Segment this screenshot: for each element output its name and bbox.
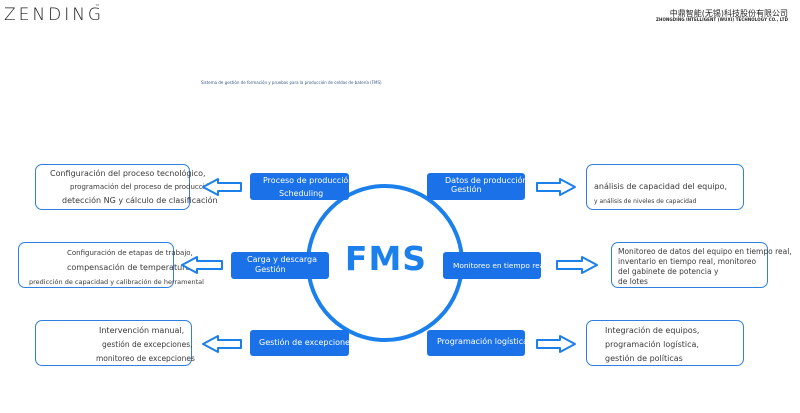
detail-text: Integración de equipos, (605, 326, 700, 335)
module-exception-management-line1: Gestión de excepciones (259, 338, 349, 347)
module-loading-unloading-line2: Gestión (255, 265, 286, 274)
detail-text: gestión de excepciones, (102, 340, 193, 349)
module-production-process-line2: Scheduling (279, 189, 324, 198)
module-production-data-line1: Datos de producción (445, 176, 525, 185)
detail-text: Configuración de etapas de trabajo, (67, 249, 193, 257)
module-exception-management: Gestión de excepciones (250, 330, 349, 356)
arrow-right-icon (556, 256, 598, 274)
detail-box-logistics-scheduling: Integración de equipos, programación log… (586, 320, 744, 366)
detail-text: inventario en tiempo real, monitoreo (618, 257, 757, 266)
detail-text: Monitoreo de datos del equipo en tiempo … (618, 247, 792, 256)
detail-text: gestión de políticas (605, 354, 683, 363)
detail-box-realtime-monitoring: Monitoreo de datos del equipo en tiempo … (611, 242, 792, 288)
module-production-process: Proceso de producción Scheduling (250, 173, 349, 200)
module-loading-unloading-line1: Carga y descarga (247, 255, 318, 264)
arrow-right-icon (536, 178, 576, 196)
company-logo: ZENDING (4, 5, 105, 25)
detail-box-exception-management: Intervención manual, gestión de excepcio… (35, 320, 195, 366)
detail-text: monitoreo de excepciones (96, 354, 195, 363)
module-realtime-monitoring-line1: Monitoreo en tiempo real (453, 261, 541, 270)
arrow-right-icon (536, 335, 576, 353)
detail-box-loading-unloading: Configuración de etapas de trabajo, comp… (18, 242, 204, 288)
detail-text: detección NG y cálculo de clasificación (62, 196, 218, 205)
module-production-data: Datos de producción Gestión (427, 173, 525, 200)
detail-text: del gabinete de potencia y (618, 267, 719, 276)
detail-text: Configuración del proceso tecnológico, (50, 169, 206, 178)
module-logistics-scheduling-line1: Programación logística (437, 337, 525, 346)
module-production-process-line1: Proceso de producción (263, 176, 349, 185)
detail-box-production-process: Configuración del proceso tecnológico, p… (35, 164, 218, 210)
detail-text: predicción de capacidad y calibración de… (29, 278, 204, 286)
arrow-left-icon (202, 178, 242, 196)
page-subtitle: Sistema de gestión de formación y prueba… (201, 80, 382, 85)
trademark-symbol: ™ (95, 4, 100, 10)
arrow-left-icon (181, 256, 223, 274)
detail-text: y análisis de niveles de capacidad (594, 198, 697, 205)
module-loading-unloading: Carga y descarga Gestión (231, 252, 329, 279)
detail-text: Intervención manual, (99, 326, 185, 335)
arrow-left-icon (202, 335, 242, 353)
detail-text: compensación de temperatura, (67, 263, 193, 272)
module-production-data-line2: Gestión (451, 185, 482, 194)
company-name-chinese: 中鼎智能(无锡)科技股份有限公司 (669, 9, 788, 18)
fms-center-label: FMS (344, 239, 428, 278)
module-logistics-scheduling: Programación logística (427, 330, 525, 356)
detail-text: programación logística, (605, 340, 699, 349)
company-name-english: ZHONGDING INTELLIGENT (WUXI) TECHNOLOGY … (656, 17, 788, 22)
detail-box-production-data: análisis de capacidad del equipo, y anál… (586, 164, 744, 210)
module-realtime-monitoring: Monitoreo en tiempo real (443, 252, 541, 279)
detail-text: programación del proceso de producción, (70, 183, 216, 191)
detail-text: análisis de capacidad del equipo, (594, 182, 728, 191)
detail-text: de lotes (618, 277, 648, 286)
